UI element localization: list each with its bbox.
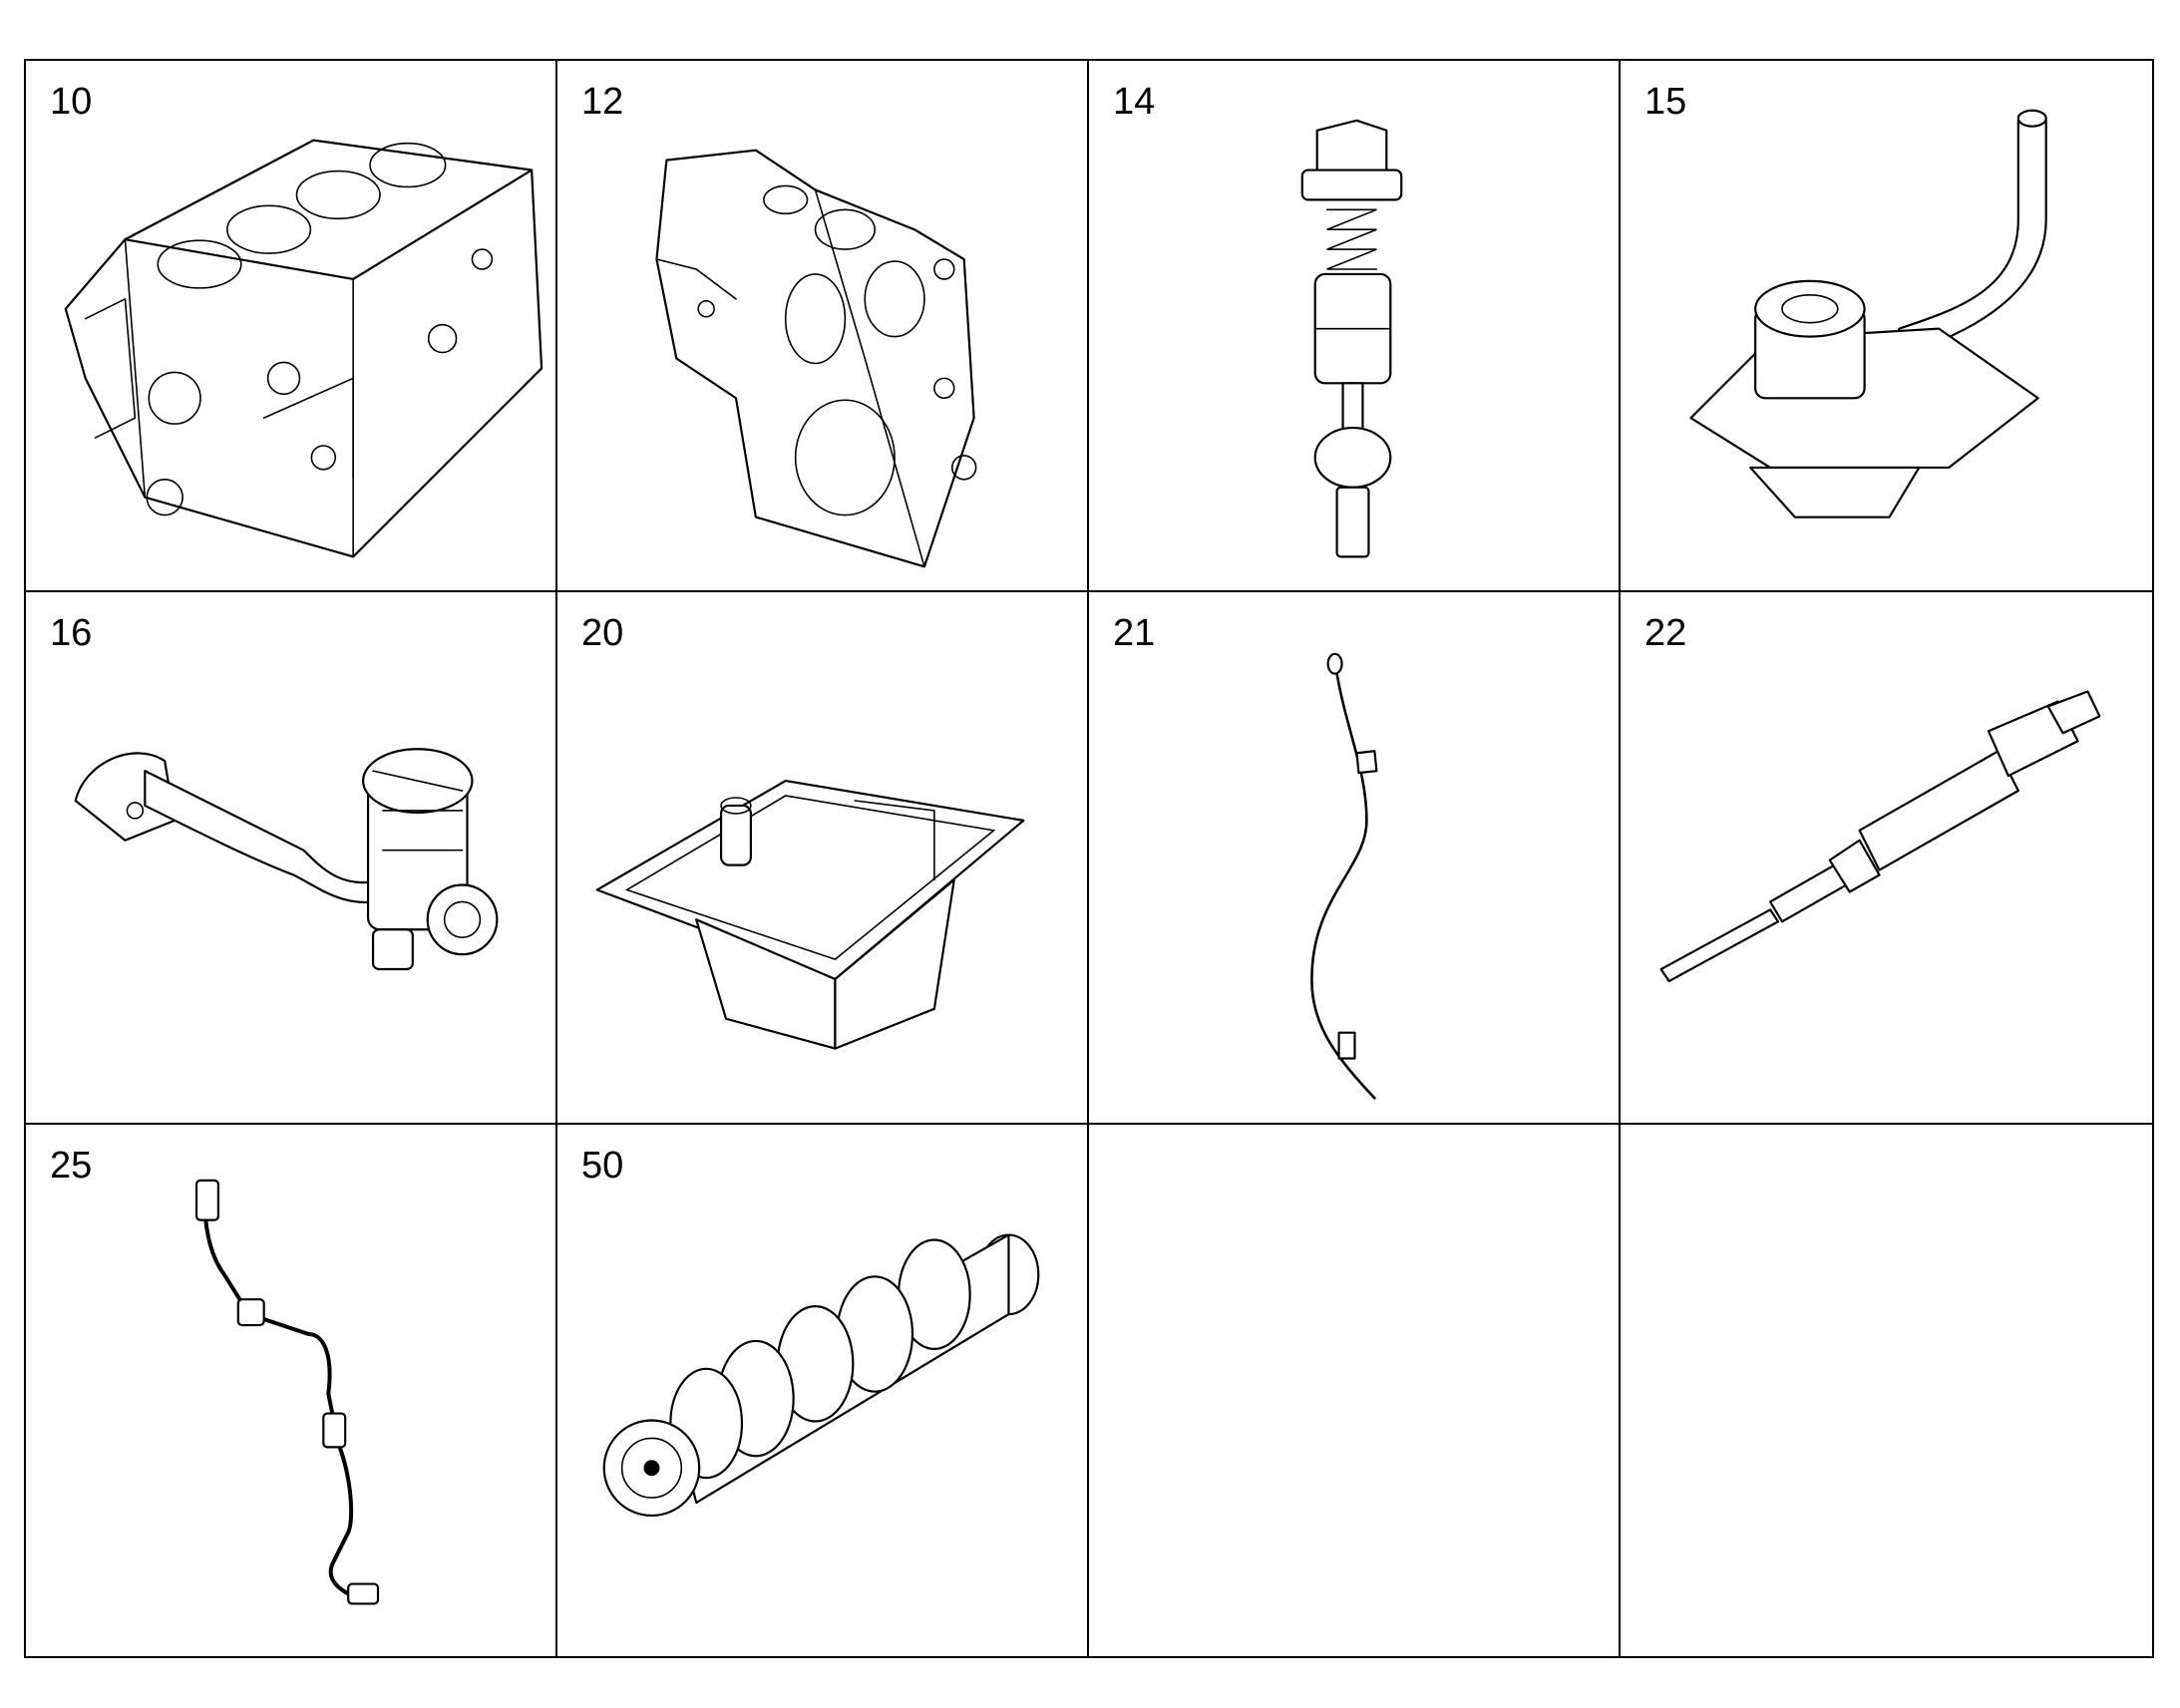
- part-number: 50: [581, 1144, 624, 1187]
- part-number: 16: [50, 612, 93, 655]
- part-cell-15[interactable]: 15: [1621, 61, 2152, 593]
- part-cell-14[interactable]: 14: [1089, 61, 1621, 593]
- empty-cell: [1621, 1125, 2152, 1656]
- part-number: 14: [1113, 81, 1156, 123]
- part-number: 21: [1113, 612, 1156, 655]
- part-cell-50[interactable]: 50: [557, 1124, 1089, 1656]
- oil-level-sensor-icon: [1659, 690, 2101, 983]
- oil-suction-pipe-icon: [1689, 109, 2047, 518]
- part-number: 20: [581, 612, 624, 655]
- part-cell-20[interactable]: 20: [557, 592, 1089, 1125]
- breather-pipe-icon: [74, 748, 499, 971]
- oil-pressure-valve-icon: [1300, 119, 1403, 558]
- part-number: 25: [50, 1144, 93, 1187]
- part-cell-25[interactable]: 25: [26, 1124, 557, 1656]
- part-cell-21[interactable]: 21: [1089, 592, 1621, 1125]
- sensor-harness-icon: [194, 1179, 380, 1605]
- part-cell-16[interactable]: 16: [26, 592, 557, 1125]
- part-cell-12[interactable]: 12: [557, 61, 1089, 593]
- timing-case-cover-icon: [655, 149, 977, 568]
- empty-cell: [1089, 1124, 1621, 1656]
- part-number: 22: [1644, 612, 1687, 655]
- dipstick-icon: [1310, 653, 1378, 1100]
- parts-grid: 10 12: [24, 59, 2154, 1658]
- crankshaft-icon: [602, 1233, 1040, 1517]
- part-number: 15: [1644, 81, 1687, 123]
- cylinder-block-icon: [64, 139, 544, 558]
- part-cell-22[interactable]: 22: [1621, 592, 2152, 1125]
- oil-sump-icon: [595, 780, 1025, 1051]
- part-number: 10: [50, 81, 93, 123]
- part-cell-10[interactable]: 10: [26, 61, 557, 593]
- part-number: 12: [581, 81, 624, 123]
